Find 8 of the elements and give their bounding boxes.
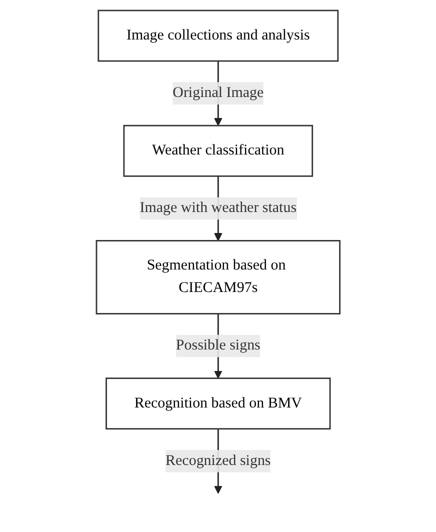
edge-label: Image with weather status: [140, 200, 296, 216]
node-box: Segmentation based on CIECAM97s: [96, 240, 340, 314]
node-box: Recognition based on BMV: [105, 378, 331, 430]
node-box: Weather classification: [123, 124, 313, 177]
edge-label: Original Image: [172, 84, 264, 101]
edge-label: Possible signs: [176, 338, 260, 354]
node-box: Image collections and analysis: [98, 10, 338, 62]
edge-label: Recognized signs: [165, 452, 271, 469]
